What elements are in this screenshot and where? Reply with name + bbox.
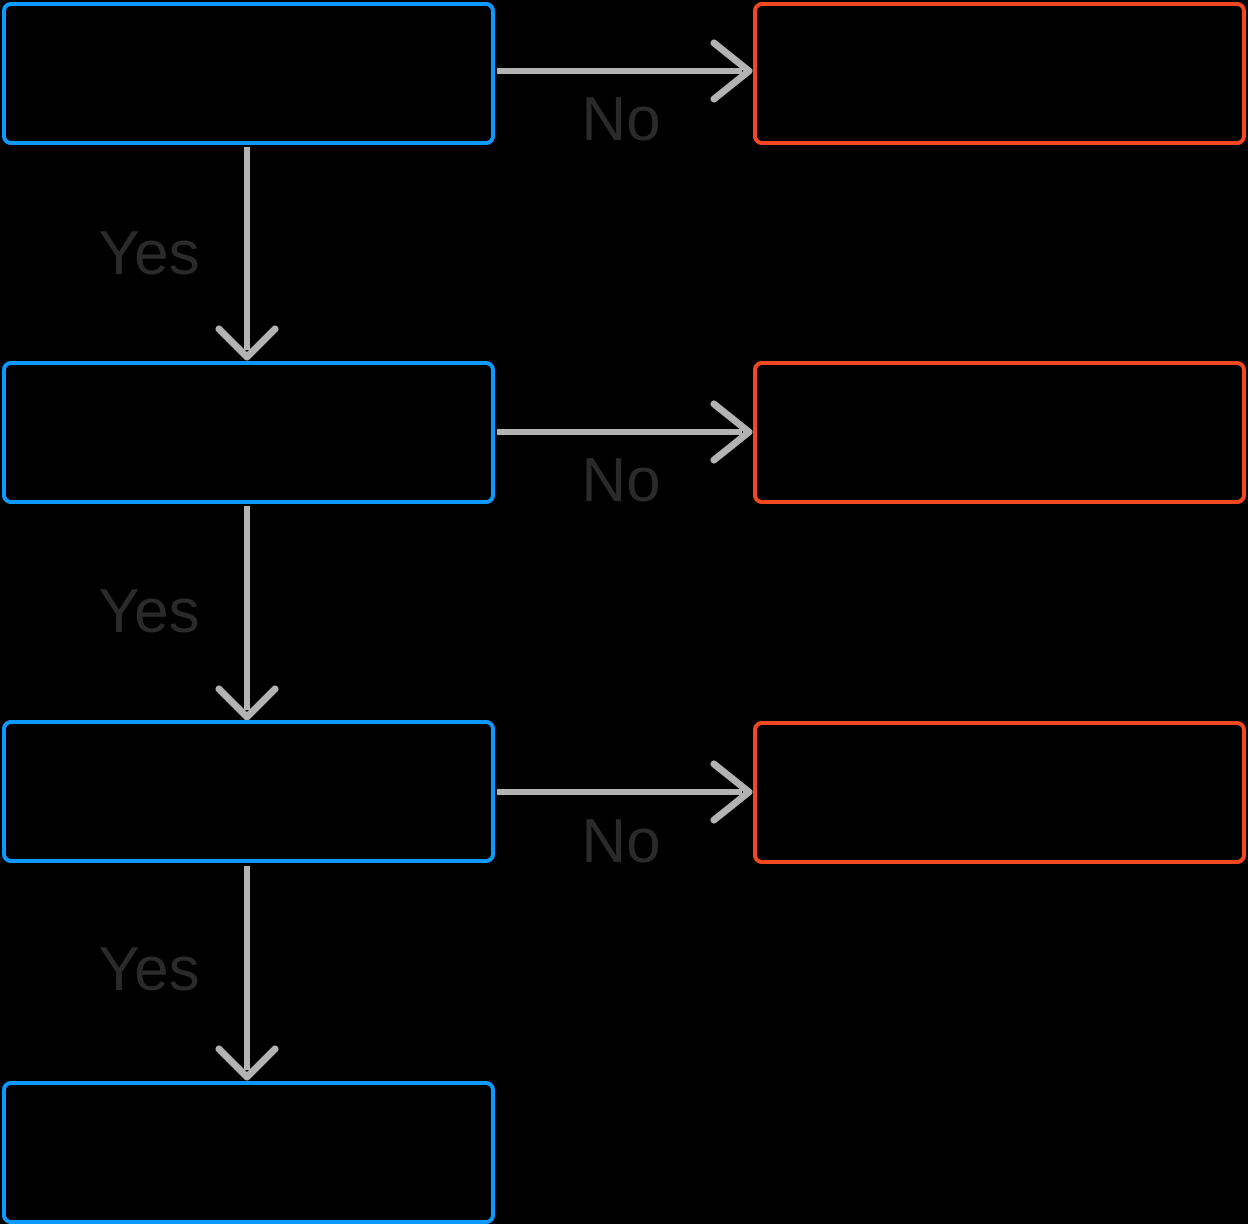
edge-label-yes-2: Yes xyxy=(98,577,200,646)
decision-box-1 xyxy=(2,2,495,145)
edge-label-no-2: No xyxy=(581,446,661,515)
decision-box-4 xyxy=(2,1081,495,1224)
decision-box-3 xyxy=(2,720,495,863)
decision-box-2 xyxy=(2,361,495,504)
edge-label-no-3: No xyxy=(581,807,661,876)
edge-label-no-1: No xyxy=(581,85,661,154)
yes-arrow-3 xyxy=(215,866,279,1081)
outcome-box-2 xyxy=(753,361,1246,504)
outcome-box-1 xyxy=(753,2,1246,145)
edge-label-yes-1: Yes xyxy=(98,219,200,288)
yes-arrow-2 xyxy=(215,506,279,721)
edge-label-yes-3: Yes xyxy=(98,935,200,1004)
yes-arrow-1 xyxy=(215,147,279,361)
outcome-box-3 xyxy=(753,721,1246,864)
